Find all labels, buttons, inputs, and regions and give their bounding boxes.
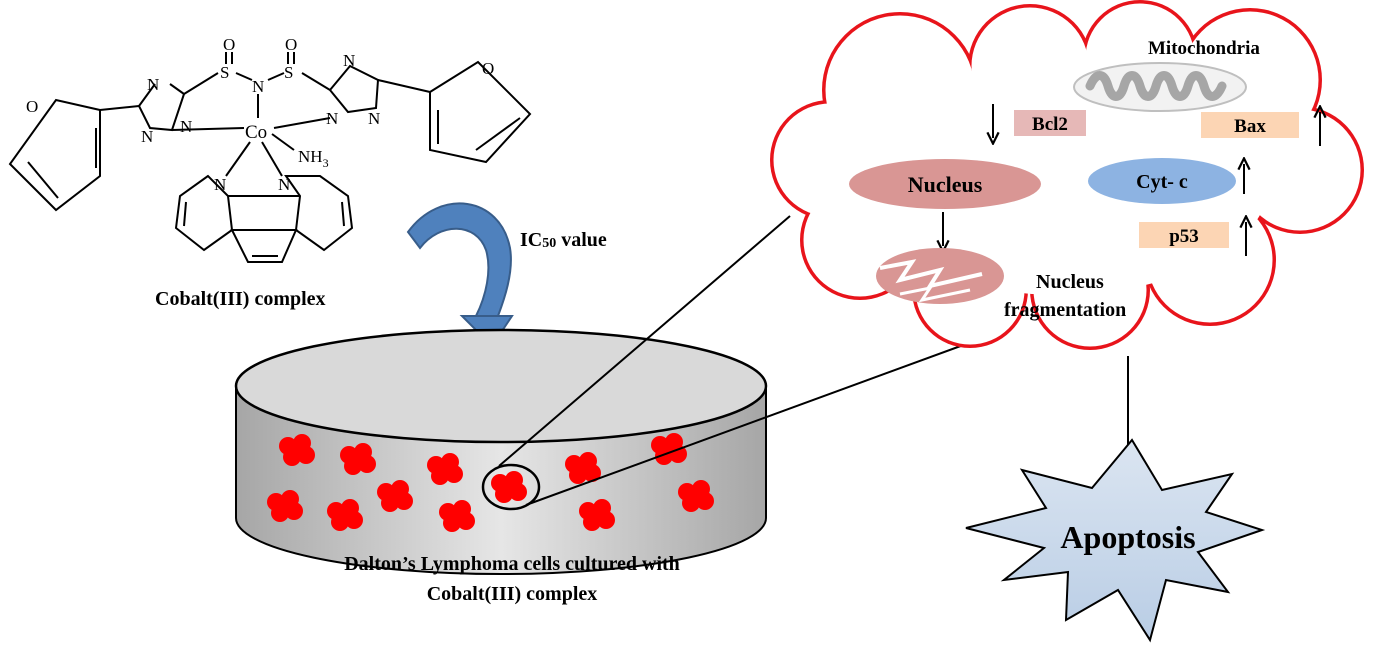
cell-cluster xyxy=(267,490,303,522)
dish-caption-line1: Dalton’s Lymphoma cells cultured with xyxy=(344,553,680,575)
nucleus-fragmentation-line1: Nucleus xyxy=(1036,271,1104,293)
cell-cluster xyxy=(327,499,363,531)
cell-cluster xyxy=(579,499,615,531)
ic50-label: IC50 value xyxy=(520,229,607,251)
nucleus-label: Nucleus xyxy=(908,172,983,197)
cell-cloud xyxy=(770,0,1364,350)
cell-cluster xyxy=(377,480,413,512)
ring-n-4: N xyxy=(343,51,355,70)
ring-n-6: N xyxy=(368,109,380,128)
cell-cluster xyxy=(279,434,315,466)
cytc-ellipse xyxy=(1088,158,1236,204)
curved-blue-arrow xyxy=(406,202,514,348)
furan-o-right: O xyxy=(482,59,494,78)
dish-caption-line2: Cobalt(III) complex xyxy=(427,583,598,605)
atom-s-right: S xyxy=(284,63,293,82)
lymphoma-cells xyxy=(267,433,714,532)
atom-co: Co xyxy=(245,122,267,143)
bax-box xyxy=(1201,112,1299,138)
bcl2-label: Bcl2 xyxy=(1032,114,1068,135)
cobalt-complex-structure xyxy=(8,52,532,263)
atom-o-right: O xyxy=(285,35,297,54)
apoptosis-starburst xyxy=(965,438,1266,643)
zoom-line-lower xyxy=(525,335,989,506)
ring-n-1: N xyxy=(147,75,159,94)
cell-cluster xyxy=(565,452,601,484)
complex-caption: Cobalt(III) complex xyxy=(155,288,326,310)
ring-n-2: N xyxy=(141,127,153,146)
nucleus-fragmentation-line2: fragmentation xyxy=(1004,299,1126,321)
phen-n-right: N xyxy=(278,175,290,194)
atom-o-left: O xyxy=(223,35,235,54)
magnify-circle xyxy=(481,463,541,511)
zoom-line-upper xyxy=(498,215,791,467)
ring-n-3: N xyxy=(180,117,192,136)
highlighted-cell xyxy=(491,471,527,503)
atom-nh3: NH3 xyxy=(298,147,329,170)
p53-label: p53 xyxy=(1169,226,1199,247)
cell-cluster xyxy=(651,433,687,465)
apoptosis-label: Apoptosis xyxy=(1060,519,1195,555)
phen-n-left: N xyxy=(214,175,226,194)
bcl2-box xyxy=(1014,110,1086,136)
mitochondria-label: Mitochondria xyxy=(1148,38,1260,59)
fragmented-nucleus-icon xyxy=(876,248,1004,304)
bax-label: Bax xyxy=(1234,116,1266,137)
cell-cluster xyxy=(439,500,475,532)
molecule-atom-labels: O O S S N Co NH3 N N N N N N O O N N xyxy=(26,35,494,194)
p53-box xyxy=(1139,222,1229,248)
cytc-label: Cyt- c xyxy=(1136,171,1188,193)
mitochondria-icon xyxy=(1073,62,1247,112)
furan-o-left: O xyxy=(26,97,38,116)
cell-cluster xyxy=(678,480,714,512)
nucleus-ellipse xyxy=(849,159,1041,209)
cell-cluster xyxy=(427,453,463,485)
cell-cluster xyxy=(340,443,376,475)
atom-n-bridge: N xyxy=(252,77,264,96)
ring-n-5: N xyxy=(326,109,338,128)
atom-s-left: S xyxy=(220,63,229,82)
